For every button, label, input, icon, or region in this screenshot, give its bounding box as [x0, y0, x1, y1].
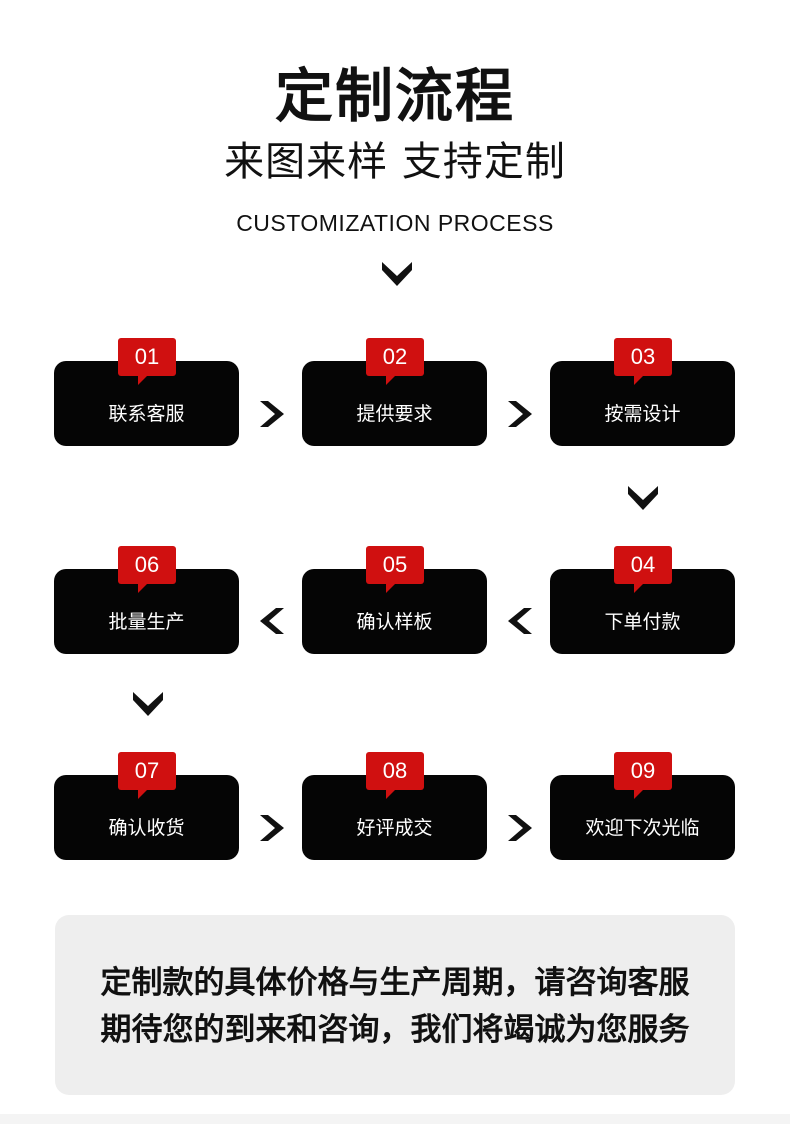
step-card-09: 09 欢迎下次光临	[550, 752, 735, 860]
info-note-box: 定制款的具体价格与生产周期，请咨询客服 期待您的到来和咨询，我们将竭诚为您服务	[55, 915, 735, 1095]
step-number-badge: 03	[614, 338, 672, 385]
step-card-01: 01 联系客服	[54, 338, 239, 446]
english-heading: CUSTOMIZATION PROCESS	[236, 210, 554, 236]
step-label: 按需设计	[604, 403, 681, 425]
step-card-08: 08 好评成交	[302, 752, 487, 860]
chevron-down-icon	[382, 262, 412, 286]
note-line-1: 定制款的具体价格与生产周期，请咨询客服	[100, 965, 690, 1001]
bottom-divider	[0, 1114, 790, 1124]
step-card-03: 03 按需设计	[550, 338, 735, 446]
step-label: 确认样板	[356, 611, 433, 633]
step-number-badge: 07	[118, 752, 176, 799]
step-label: 欢迎下次光临	[585, 817, 700, 839]
step-number-badge: 04	[614, 546, 672, 593]
chevron-down-icon	[628, 486, 658, 510]
chevron-left-icon	[508, 608, 532, 634]
page-subtitle: 来图来样 支持定制	[224, 139, 566, 185]
step-number-badge: 08	[366, 752, 424, 799]
page-title: 定制流程	[274, 62, 515, 130]
chevron-right-icon	[260, 401, 284, 427]
step-label: 好评成交	[356, 817, 433, 839]
step-card-06: 06 批量生产	[54, 546, 239, 654]
step-number-badge: 06	[118, 546, 176, 593]
step-label: 联系客服	[108, 403, 185, 425]
step-number-badge: 05	[366, 546, 424, 593]
step-number-badge: 09	[614, 752, 672, 799]
step-card-07: 07 确认收货	[54, 752, 239, 860]
step-label: 下单付款	[604, 611, 681, 633]
step-card-05: 05 确认样板	[302, 546, 487, 654]
step-card-04: 04 下单付款	[550, 546, 735, 654]
note-line-2: 期待您的到来和咨询，我们将竭诚为您服务	[100, 1012, 690, 1048]
step-number-badge: 02	[366, 338, 424, 385]
chevron-right-icon	[508, 401, 532, 427]
chevron-right-icon	[260, 815, 284, 841]
chevron-right-icon	[508, 815, 532, 841]
chevron-down-icon	[133, 692, 163, 716]
step-number-badge: 01	[118, 338, 176, 385]
step-label: 提供要求	[356, 403, 433, 425]
chevron-left-icon	[260, 608, 284, 634]
step-label: 确认收货	[108, 817, 185, 839]
step-card-02: 02 提供要求	[302, 338, 487, 446]
step-label: 批量生产	[108, 611, 185, 633]
